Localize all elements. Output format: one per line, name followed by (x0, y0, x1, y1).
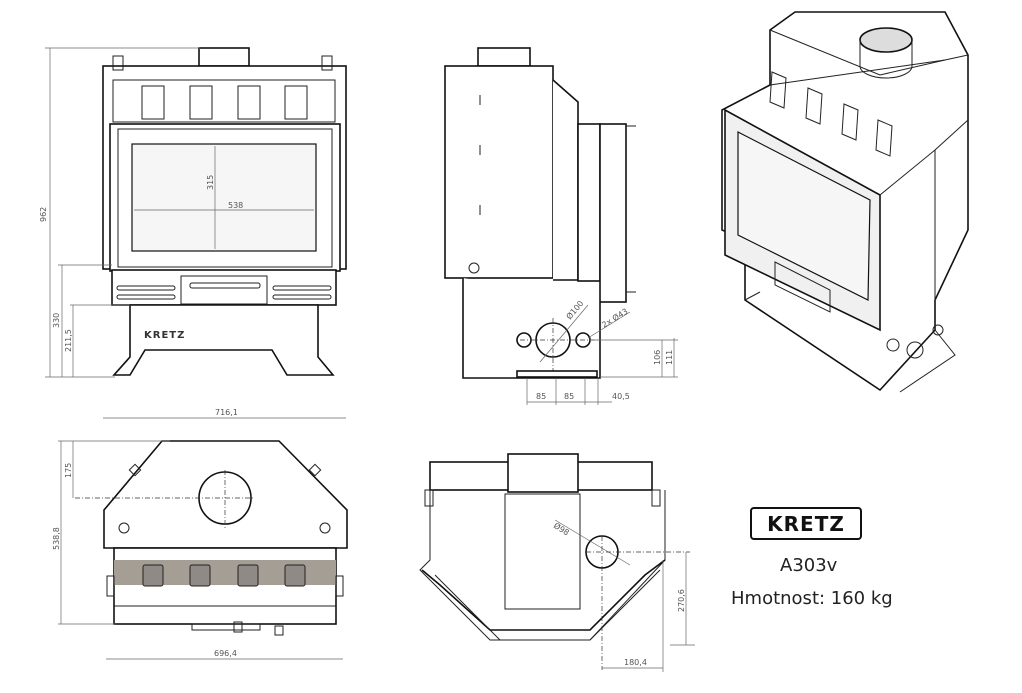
dim-glass-height: 315 (206, 175, 215, 190)
top-view: 716,1 175 538,8 696,4 (52, 408, 348, 660)
side-view: Ø100 2x Ø43 106 111 85 85 40,5 (444, 47, 678, 405)
dim-hole-98: Ø98 (552, 520, 571, 537)
dim-106: 106 (653, 350, 662, 365)
dim-175: 175 (64, 463, 73, 478)
bottom-view: Ø98 270,6 180,4 (419, 453, 695, 672)
dim-total-height: 962 (39, 207, 48, 222)
dim-85a: 85 (536, 392, 546, 401)
dim-base-211: 211,5 (64, 329, 73, 352)
dim-hole-diameter: 2x Ø43 (600, 306, 630, 330)
dim-111: 111 (665, 350, 674, 365)
dim-270-6: 270,6 (677, 589, 686, 612)
brand-logo: KRETZ (750, 507, 862, 540)
dim-696: 696,4 (214, 649, 237, 658)
dim-40-5: 40,5 (612, 392, 630, 401)
weight-label: Hmotnost: 160 kg (731, 588, 893, 609)
brand-plate: KRETZ (144, 330, 185, 341)
dim-85b: 85 (564, 392, 574, 401)
dim-538-8: 538,8 (52, 527, 61, 550)
dim-base-330: 330 (52, 313, 61, 328)
dim-180-4: 180,4 (624, 658, 647, 667)
model-name: A303v (780, 555, 838, 576)
front-view: 315 538 KRETZ 962 330 211,5 (39, 47, 347, 378)
dim-716: 716,1 (215, 408, 238, 417)
dim-glass-width: 538 (228, 201, 243, 210)
isometric-view (721, 11, 969, 393)
flue-collar (198, 47, 250, 67)
glass-window (131, 143, 317, 252)
